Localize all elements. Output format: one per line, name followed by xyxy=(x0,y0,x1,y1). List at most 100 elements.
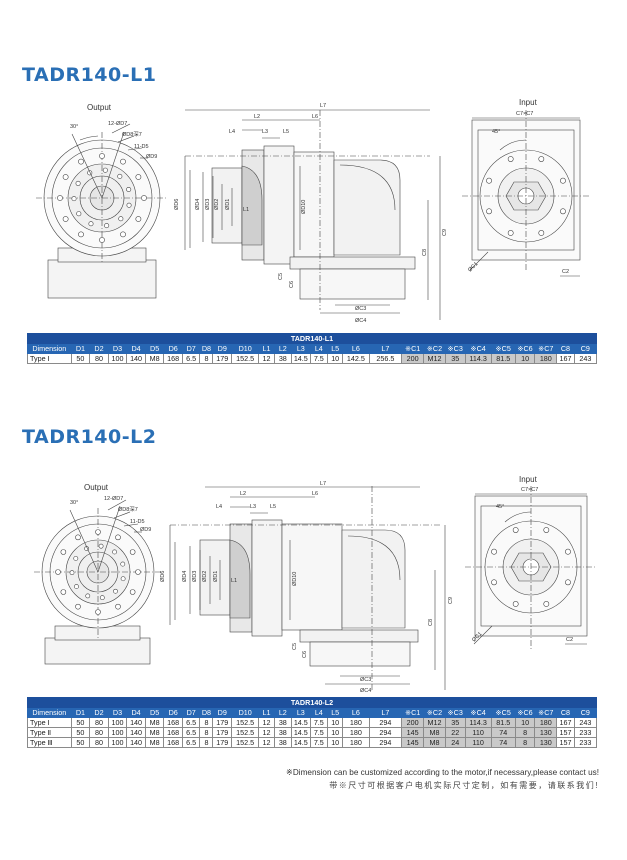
bolt-hole xyxy=(560,208,566,215)
table-cell: 8 xyxy=(199,717,214,728)
d2-label: ØD2 xyxy=(202,571,208,582)
table-cell: 140 xyxy=(126,353,146,364)
c2-label: C2 xyxy=(562,269,569,275)
table-cell: 80 xyxy=(89,727,109,738)
table-cell: 10 xyxy=(327,737,344,748)
table-cell: 110 xyxy=(464,737,492,748)
column-header: L7 xyxy=(368,343,403,354)
table-cell: M8 xyxy=(144,353,165,364)
table-cell: 8 xyxy=(199,737,214,748)
column-header: ※C5 xyxy=(490,343,516,354)
table-cell: 145 xyxy=(401,727,425,738)
table-cell: 10 xyxy=(514,353,536,364)
table-cell: 38 xyxy=(273,353,293,364)
c3-label: ØC3 xyxy=(355,306,366,312)
table-cell: 152.5 xyxy=(231,717,260,728)
hole-label: 12-ØD7 xyxy=(104,496,123,502)
table-cell: 50 xyxy=(70,353,91,364)
column-header: L1 xyxy=(258,707,275,718)
column-header: ※C4 xyxy=(464,343,492,354)
column-header: D5 xyxy=(144,707,165,718)
output-front-view xyxy=(36,123,168,299)
table-cell: 243 xyxy=(573,717,598,728)
drawing-l1: 30° 12-ØD7 ØD8深7 11-D5 ØD9 L7 L2 L6 L4 L… xyxy=(36,103,590,324)
column-header: D6 xyxy=(163,707,183,718)
column-header: C8 xyxy=(556,343,575,354)
d9-label: ØD9 xyxy=(146,154,157,160)
table-cell: 157 xyxy=(556,727,575,738)
table-cell: 38 xyxy=(273,737,293,748)
input-label: Input xyxy=(519,475,537,484)
column-header: L6 xyxy=(342,707,370,718)
column-header: ※C3 xyxy=(444,343,466,354)
bolt-hole xyxy=(126,202,132,208)
l5-label: L5 xyxy=(270,504,276,510)
column-header: L3 xyxy=(291,343,311,354)
table-caption: TADR140-L1 xyxy=(27,333,597,344)
angle-label: 30° xyxy=(70,500,78,506)
side-view xyxy=(169,486,446,690)
table-cell: M8 xyxy=(423,737,446,748)
table-cell: 12 xyxy=(258,737,275,748)
c1-label: ØC1 xyxy=(467,261,479,273)
bolt-hole xyxy=(99,595,105,601)
column-header: L5 xyxy=(327,707,344,718)
table-cell: 243 xyxy=(573,353,598,364)
column-header: ※C2 xyxy=(423,343,446,354)
column-header: L4 xyxy=(309,343,329,354)
l3-label: L3 xyxy=(250,504,256,510)
table-cell: 12 xyxy=(258,353,275,364)
column-header: D10 xyxy=(231,343,260,354)
table-cell: 168 xyxy=(163,717,183,728)
table-cell: 80 xyxy=(89,717,109,728)
l5-label: L5 xyxy=(283,129,289,135)
column-header: D5 xyxy=(144,343,165,354)
drawing-l2: 30° 12-ØD7 ØD8深7 11-D5 ØD9 L7 L2 L6 L4 L… xyxy=(34,481,596,694)
row-label: Type Ⅰ xyxy=(27,353,72,364)
footnote-en: ※Dimension can be customized according t… xyxy=(286,768,599,777)
bolt-hole xyxy=(507,230,514,236)
c2-label: C2 xyxy=(566,637,573,643)
c5-label: C5 xyxy=(278,273,284,280)
column-header: ※C7 xyxy=(534,707,558,718)
column-header: ※C1 xyxy=(401,707,425,718)
angle-45-label: 45° xyxy=(496,504,504,510)
table-cell: 110 xyxy=(464,727,492,738)
bolt-hole xyxy=(512,527,519,533)
column-header: L5 xyxy=(327,343,344,354)
column-header: D7 xyxy=(181,343,201,354)
input-face-view xyxy=(465,486,596,650)
d9-label: ØD9 xyxy=(140,527,151,533)
table-cell: 8 xyxy=(199,727,214,738)
bolt-hole xyxy=(95,609,101,615)
d3-label: ØD3 xyxy=(192,571,198,582)
table-cell: 35 xyxy=(444,353,466,364)
table-cell: 179 xyxy=(212,717,233,728)
table-cell: 10 xyxy=(327,353,344,364)
bolt-hole xyxy=(543,527,550,533)
table-cell: 81.5 xyxy=(490,717,516,728)
column-header: D7 xyxy=(181,707,201,718)
bolt-hole xyxy=(491,548,497,555)
bolt-hole xyxy=(560,177,566,184)
bolt-hole xyxy=(117,173,123,179)
table-cell: 145 xyxy=(401,737,425,748)
l4-label: L4 xyxy=(229,129,235,135)
table-cell: 157 xyxy=(556,737,575,748)
table-cell: 6.5 xyxy=(181,727,201,738)
table-cell: 38 xyxy=(273,727,293,738)
section-title: TADR140-L2 xyxy=(22,426,157,448)
table-cell: 6.5 xyxy=(181,737,201,748)
bolt-hole xyxy=(57,195,63,201)
column-header: ※C2 xyxy=(423,707,446,718)
d1-label: ØD1 xyxy=(213,571,219,582)
d5-label: 11-D5 xyxy=(134,144,149,150)
bolt-hole xyxy=(85,593,91,599)
table-cell: 100 xyxy=(107,717,128,728)
column-header: L2 xyxy=(273,343,293,354)
bolt-hole xyxy=(104,223,110,229)
bolt-hole xyxy=(69,570,75,576)
table-cell: 294 xyxy=(368,717,403,728)
